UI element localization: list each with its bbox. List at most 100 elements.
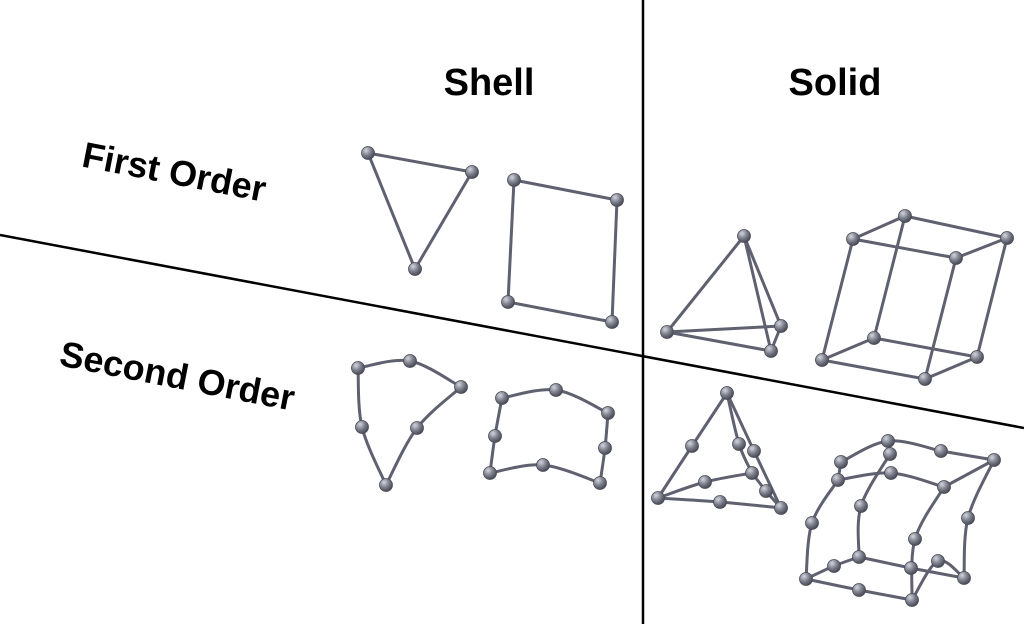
- element-node: [737, 229, 751, 243]
- element-edge: [366, 151, 417, 271]
- solid-tetrahedron-first-order: [660, 229, 788, 358]
- element-node: [961, 511, 975, 525]
- element-node: [1000, 231, 1014, 245]
- element-node: [815, 353, 829, 367]
- element-node: [846, 232, 860, 246]
- element-edge: [742, 234, 773, 353]
- element-node: [881, 434, 895, 448]
- element-edge: [665, 324, 783, 334]
- element-node: [827, 559, 841, 573]
- element-node: [745, 466, 759, 480]
- shell-triangle-second-order: [351, 354, 468, 492]
- element-node: [884, 466, 898, 480]
- element-node: [379, 478, 393, 492]
- element-edge: [939, 449, 996, 462]
- element-node: [904, 561, 918, 575]
- element-node: [852, 583, 866, 597]
- element-node: [495, 391, 509, 405]
- element-edge: [725, 391, 754, 475]
- element-edge: [384, 385, 463, 487]
- element-node: [834, 455, 848, 469]
- element-edge: [872, 214, 907, 340]
- element-node: [764, 344, 778, 358]
- element-node: [610, 193, 624, 207]
- element-edge: [742, 234, 783, 328]
- solid-hexahedron-second-order: [799, 434, 1001, 607]
- element-node: [805, 516, 819, 530]
- element-node: [883, 447, 897, 461]
- element-node: [605, 315, 619, 329]
- element-edge: [512, 178, 619, 202]
- element-edge: [851, 214, 907, 241]
- element-edge: [820, 358, 927, 381]
- element-node: [549, 383, 563, 397]
- element-node: [905, 593, 919, 607]
- element-node: [403, 354, 417, 368]
- element-edge: [506, 178, 516, 304]
- shell-triangle-first-order: [361, 146, 479, 276]
- header-shell: Shell: [444, 62, 535, 104]
- element-node: [720, 386, 734, 400]
- element-node: [601, 406, 615, 420]
- element-edge: [506, 300, 614, 324]
- element-node: [593, 476, 607, 490]
- row-label-second-order: Second Order: [57, 333, 299, 419]
- element-node: [483, 466, 497, 480]
- element-node: [698, 475, 712, 489]
- element-node: [501, 295, 515, 309]
- element-edge: [903, 214, 1009, 240]
- element-edge: [975, 236, 1009, 359]
- shell-quad-second-order: [483, 383, 615, 490]
- element-node: [507, 173, 521, 187]
- element-node: [831, 473, 845, 487]
- element-node: [799, 572, 813, 586]
- element-node: [774, 501, 788, 515]
- element-node: [361, 146, 375, 160]
- element-edge: [923, 355, 979, 381]
- element-edge: [610, 198, 619, 324]
- diagonal-divider: [0, 233, 1024, 430]
- element-node: [536, 458, 550, 472]
- element-node: [937, 480, 951, 494]
- element-node: [931, 554, 945, 568]
- element-node: [747, 444, 761, 458]
- element-edge: [820, 336, 876, 362]
- element-node: [918, 372, 932, 386]
- element-node: [713, 495, 727, 509]
- shell-quad-first-order: [501, 173, 624, 329]
- element-edge: [665, 234, 746, 334]
- element-edge: [954, 236, 1009, 260]
- element-node: [660, 325, 674, 339]
- solid-hexahedron-first-order: [815, 209, 1014, 386]
- element-node: [651, 491, 665, 505]
- element-node: [759, 484, 773, 498]
- element-edge: [820, 237, 855, 362]
- element-edge: [665, 330, 773, 353]
- element-node: [355, 420, 369, 434]
- element-node: [970, 350, 984, 364]
- element-node: [852, 550, 866, 564]
- element-node: [774, 319, 788, 333]
- element-node: [685, 439, 699, 453]
- element-node: [908, 532, 922, 546]
- element-edge: [366, 151, 474, 174]
- element-node: [351, 361, 365, 375]
- header-solid: Solid: [789, 62, 882, 104]
- element-edge: [851, 237, 958, 260]
- element-node: [598, 441, 612, 455]
- element-edge: [413, 170, 474, 271]
- element-node: [488, 429, 502, 443]
- element-node: [949, 251, 963, 265]
- element-edge: [923, 256, 958, 381]
- element-edge: [872, 336, 979, 359]
- element-node: [854, 499, 868, 513]
- element-node: [957, 571, 971, 585]
- element-node: [408, 262, 422, 276]
- element-node: [410, 421, 424, 435]
- element-node: [465, 165, 479, 179]
- element-node: [454, 380, 468, 394]
- element-node: [732, 437, 746, 451]
- solid-tetrahedron-second-order: [651, 386, 788, 515]
- element-node: [867, 331, 881, 345]
